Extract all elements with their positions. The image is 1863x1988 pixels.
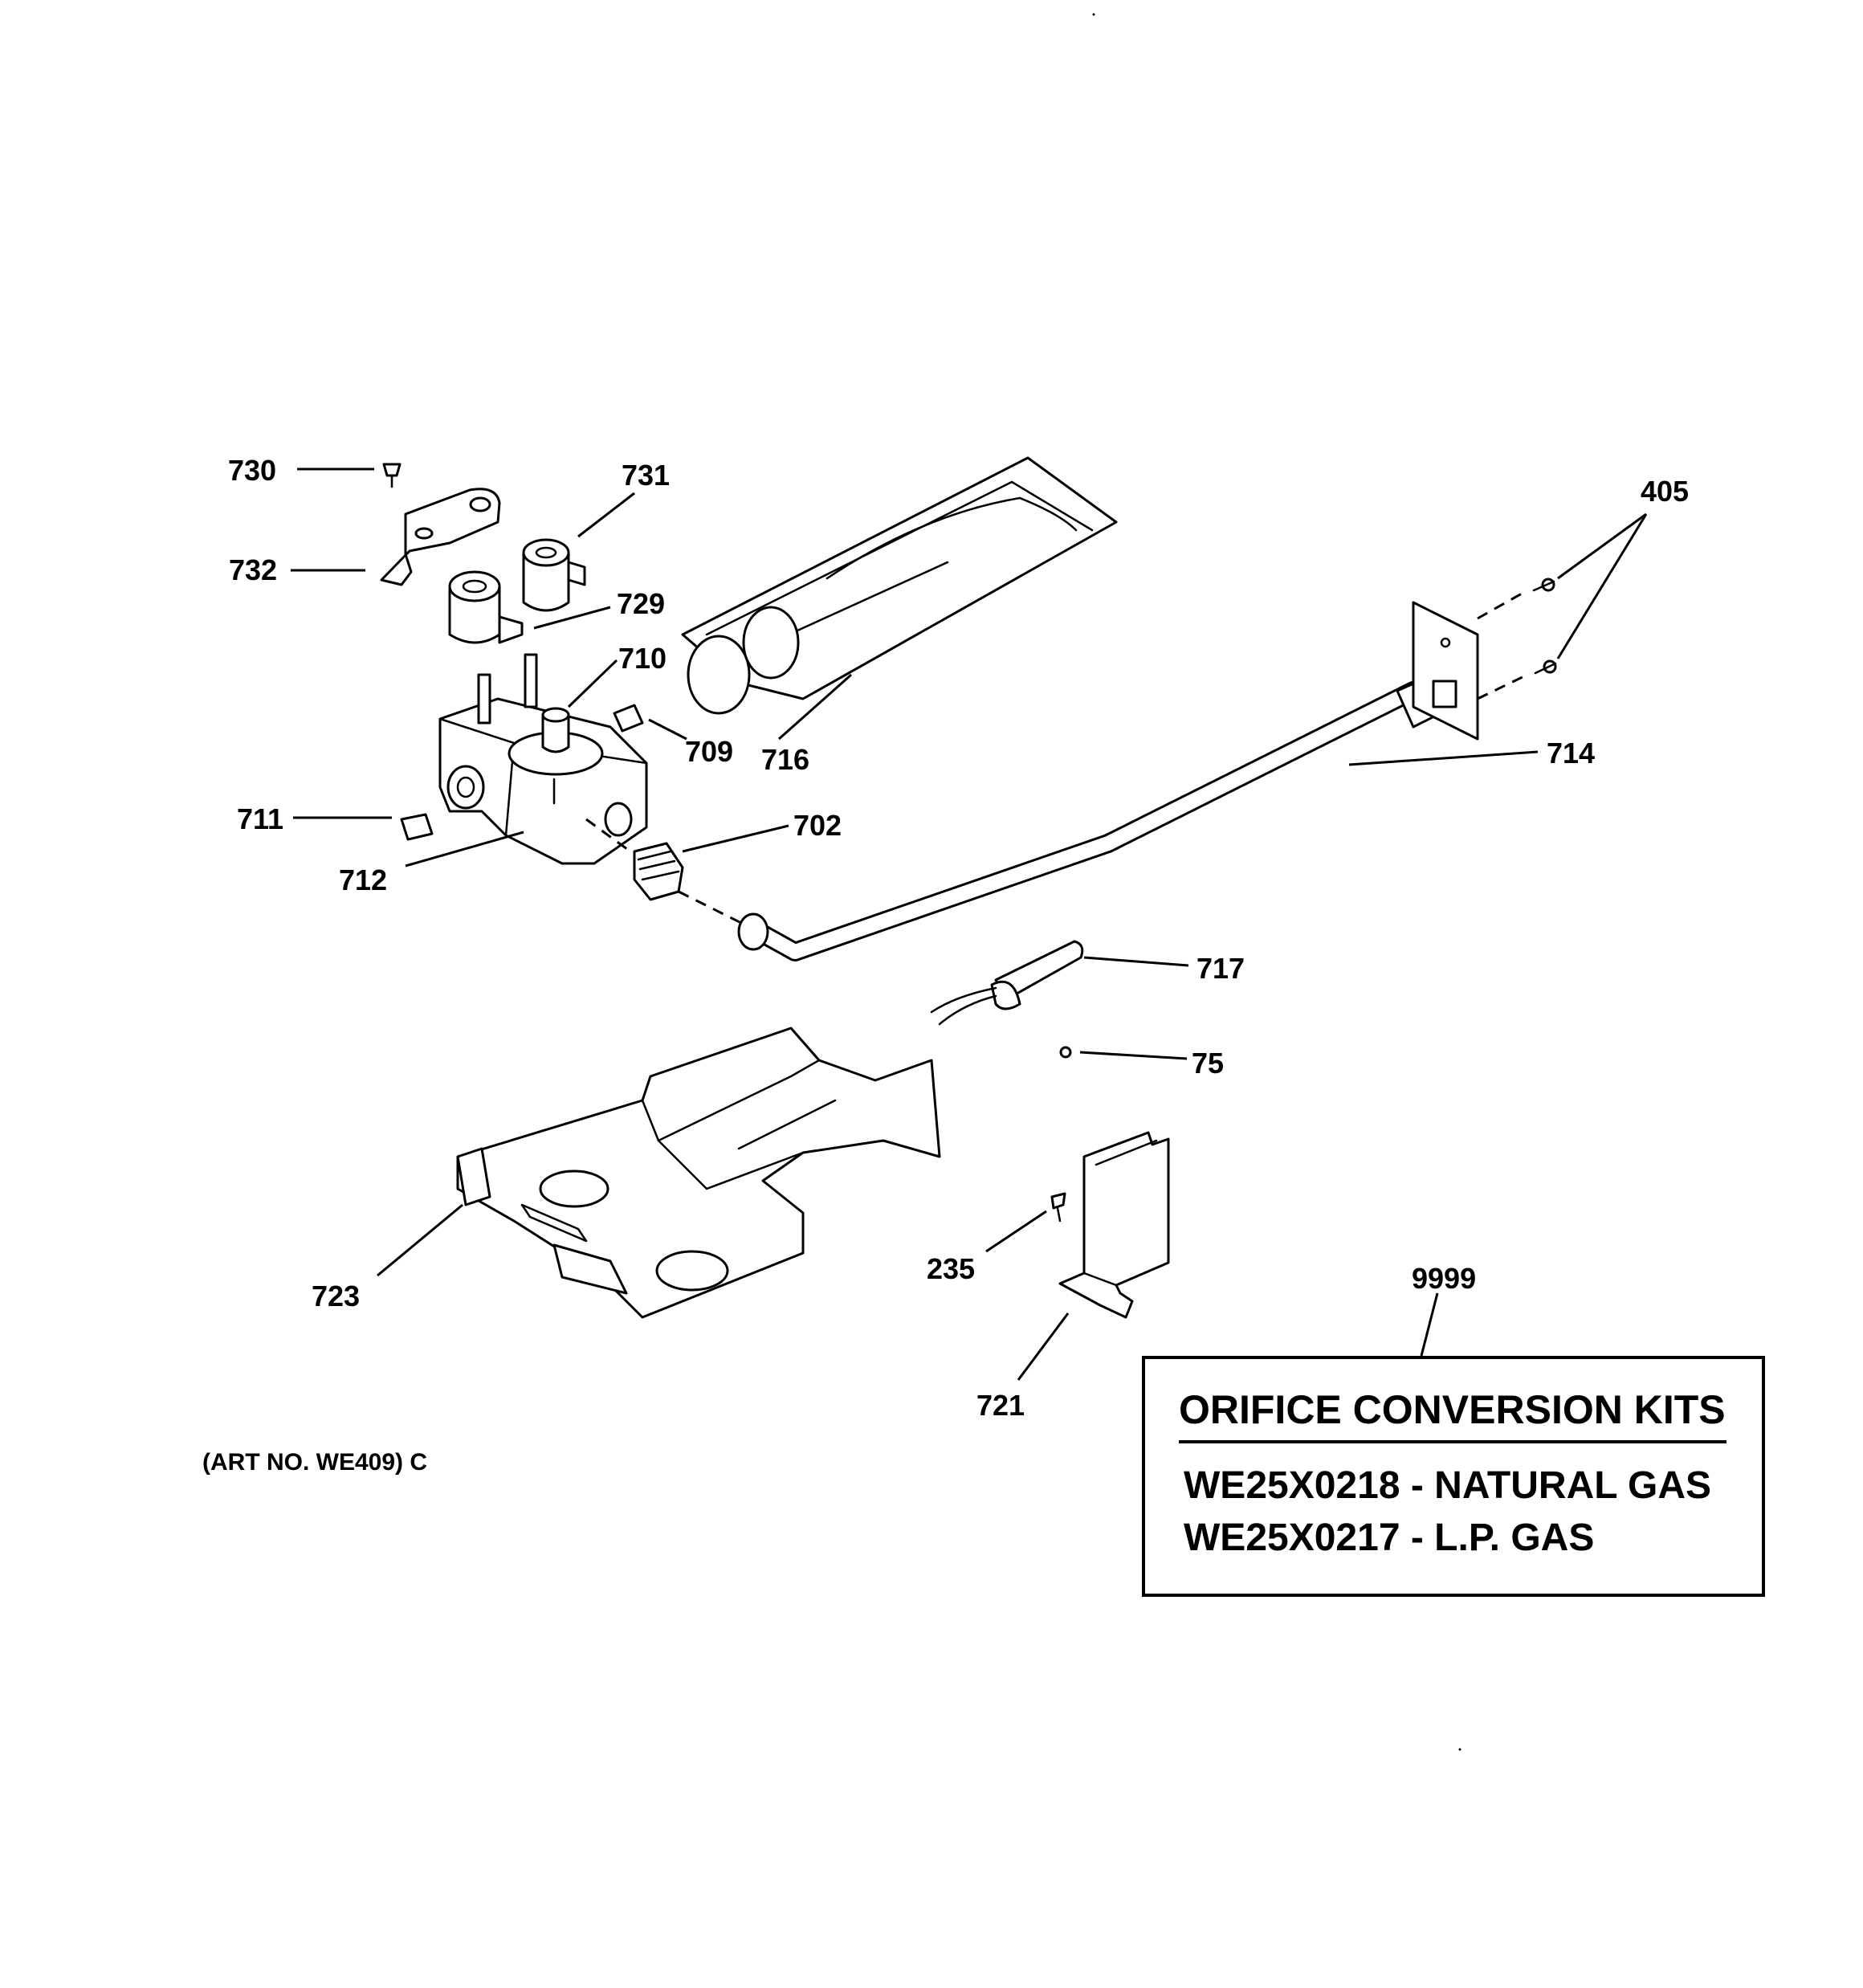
callout-702: 702 xyxy=(793,809,842,842)
callout-731: 731 xyxy=(622,459,670,492)
solenoid-coil-731 xyxy=(522,538,586,612)
fitting-711 xyxy=(400,813,434,841)
leader-717 xyxy=(1083,956,1189,967)
leader-9999 xyxy=(1420,1292,1439,1357)
kit-lp-gas: WE25X0217 - L.P. GAS xyxy=(1184,1517,1594,1559)
leader-405b xyxy=(1556,513,1648,659)
bracket-732 xyxy=(380,488,501,586)
leader-710 xyxy=(567,659,618,708)
callout-712: 712 xyxy=(339,863,387,896)
kit-box-title: ORIFICE CONVERSION KITS xyxy=(1179,1387,1726,1432)
leader-716 xyxy=(778,673,852,741)
callout-711: 711 xyxy=(237,802,283,835)
orifice-conversion-kits-box: ORIFICE CONVERSION KITS WE25X0218 - NATU… xyxy=(1142,1356,1765,1597)
leader-702 xyxy=(682,824,789,853)
callout-405: 405 xyxy=(1641,475,1689,508)
callout-717: 717 xyxy=(1196,952,1245,985)
callout-721: 721 xyxy=(976,1389,1025,1422)
burner-716 xyxy=(681,456,1118,715)
orifice-fitting-702 xyxy=(633,842,684,901)
shield-721 xyxy=(1058,1131,1170,1319)
screw-75 xyxy=(1059,1046,1072,1059)
leader-731 xyxy=(577,492,635,538)
leader-721 xyxy=(1017,1312,1070,1381)
leader-405a xyxy=(1557,512,1647,580)
callout-729: 729 xyxy=(617,587,665,620)
leader-723 xyxy=(377,1203,463,1277)
art-number: (ART NO. WE409) C xyxy=(202,1449,427,1476)
callout-716: 716 xyxy=(761,743,809,776)
callout-75: 75 xyxy=(1192,1047,1224,1080)
leader-lines xyxy=(291,467,1648,1381)
mounting-bracket-723 xyxy=(456,1027,941,1319)
valve-body-712 xyxy=(438,653,648,865)
leader-235 xyxy=(985,1210,1047,1253)
assembly-lines xyxy=(585,589,1528,925)
callout-709: 709 xyxy=(685,735,733,768)
igniter-717 xyxy=(930,940,1084,1026)
screw-235 xyxy=(1050,1192,1066,1223)
callout-235: 235 xyxy=(927,1252,975,1285)
screw-730 xyxy=(382,463,402,488)
callout-732: 732 xyxy=(229,553,277,586)
callout-710: 710 xyxy=(618,642,667,675)
leader-709 xyxy=(648,718,687,741)
screws-405 xyxy=(1532,578,1557,675)
callout-9999: 9999 xyxy=(1412,1262,1476,1295)
leader-729 xyxy=(533,606,611,630)
leader-712 xyxy=(405,831,524,867)
callout-labels: 730 731 732 729 710 709 716 405 714 711 … xyxy=(228,454,1689,1422)
leader-714 xyxy=(1348,750,1539,766)
gas-tube-714 xyxy=(737,601,1479,961)
callout-714: 714 xyxy=(1547,737,1595,769)
kit-natural-gas: WE25X0218 - NATURAL GAS xyxy=(1184,1464,1711,1507)
callout-723: 723 xyxy=(312,1280,360,1312)
solenoid-coil-729 xyxy=(448,570,524,644)
callout-730: 730 xyxy=(228,454,276,487)
leader-75 xyxy=(1079,1051,1188,1060)
fitting-709 xyxy=(613,704,644,733)
